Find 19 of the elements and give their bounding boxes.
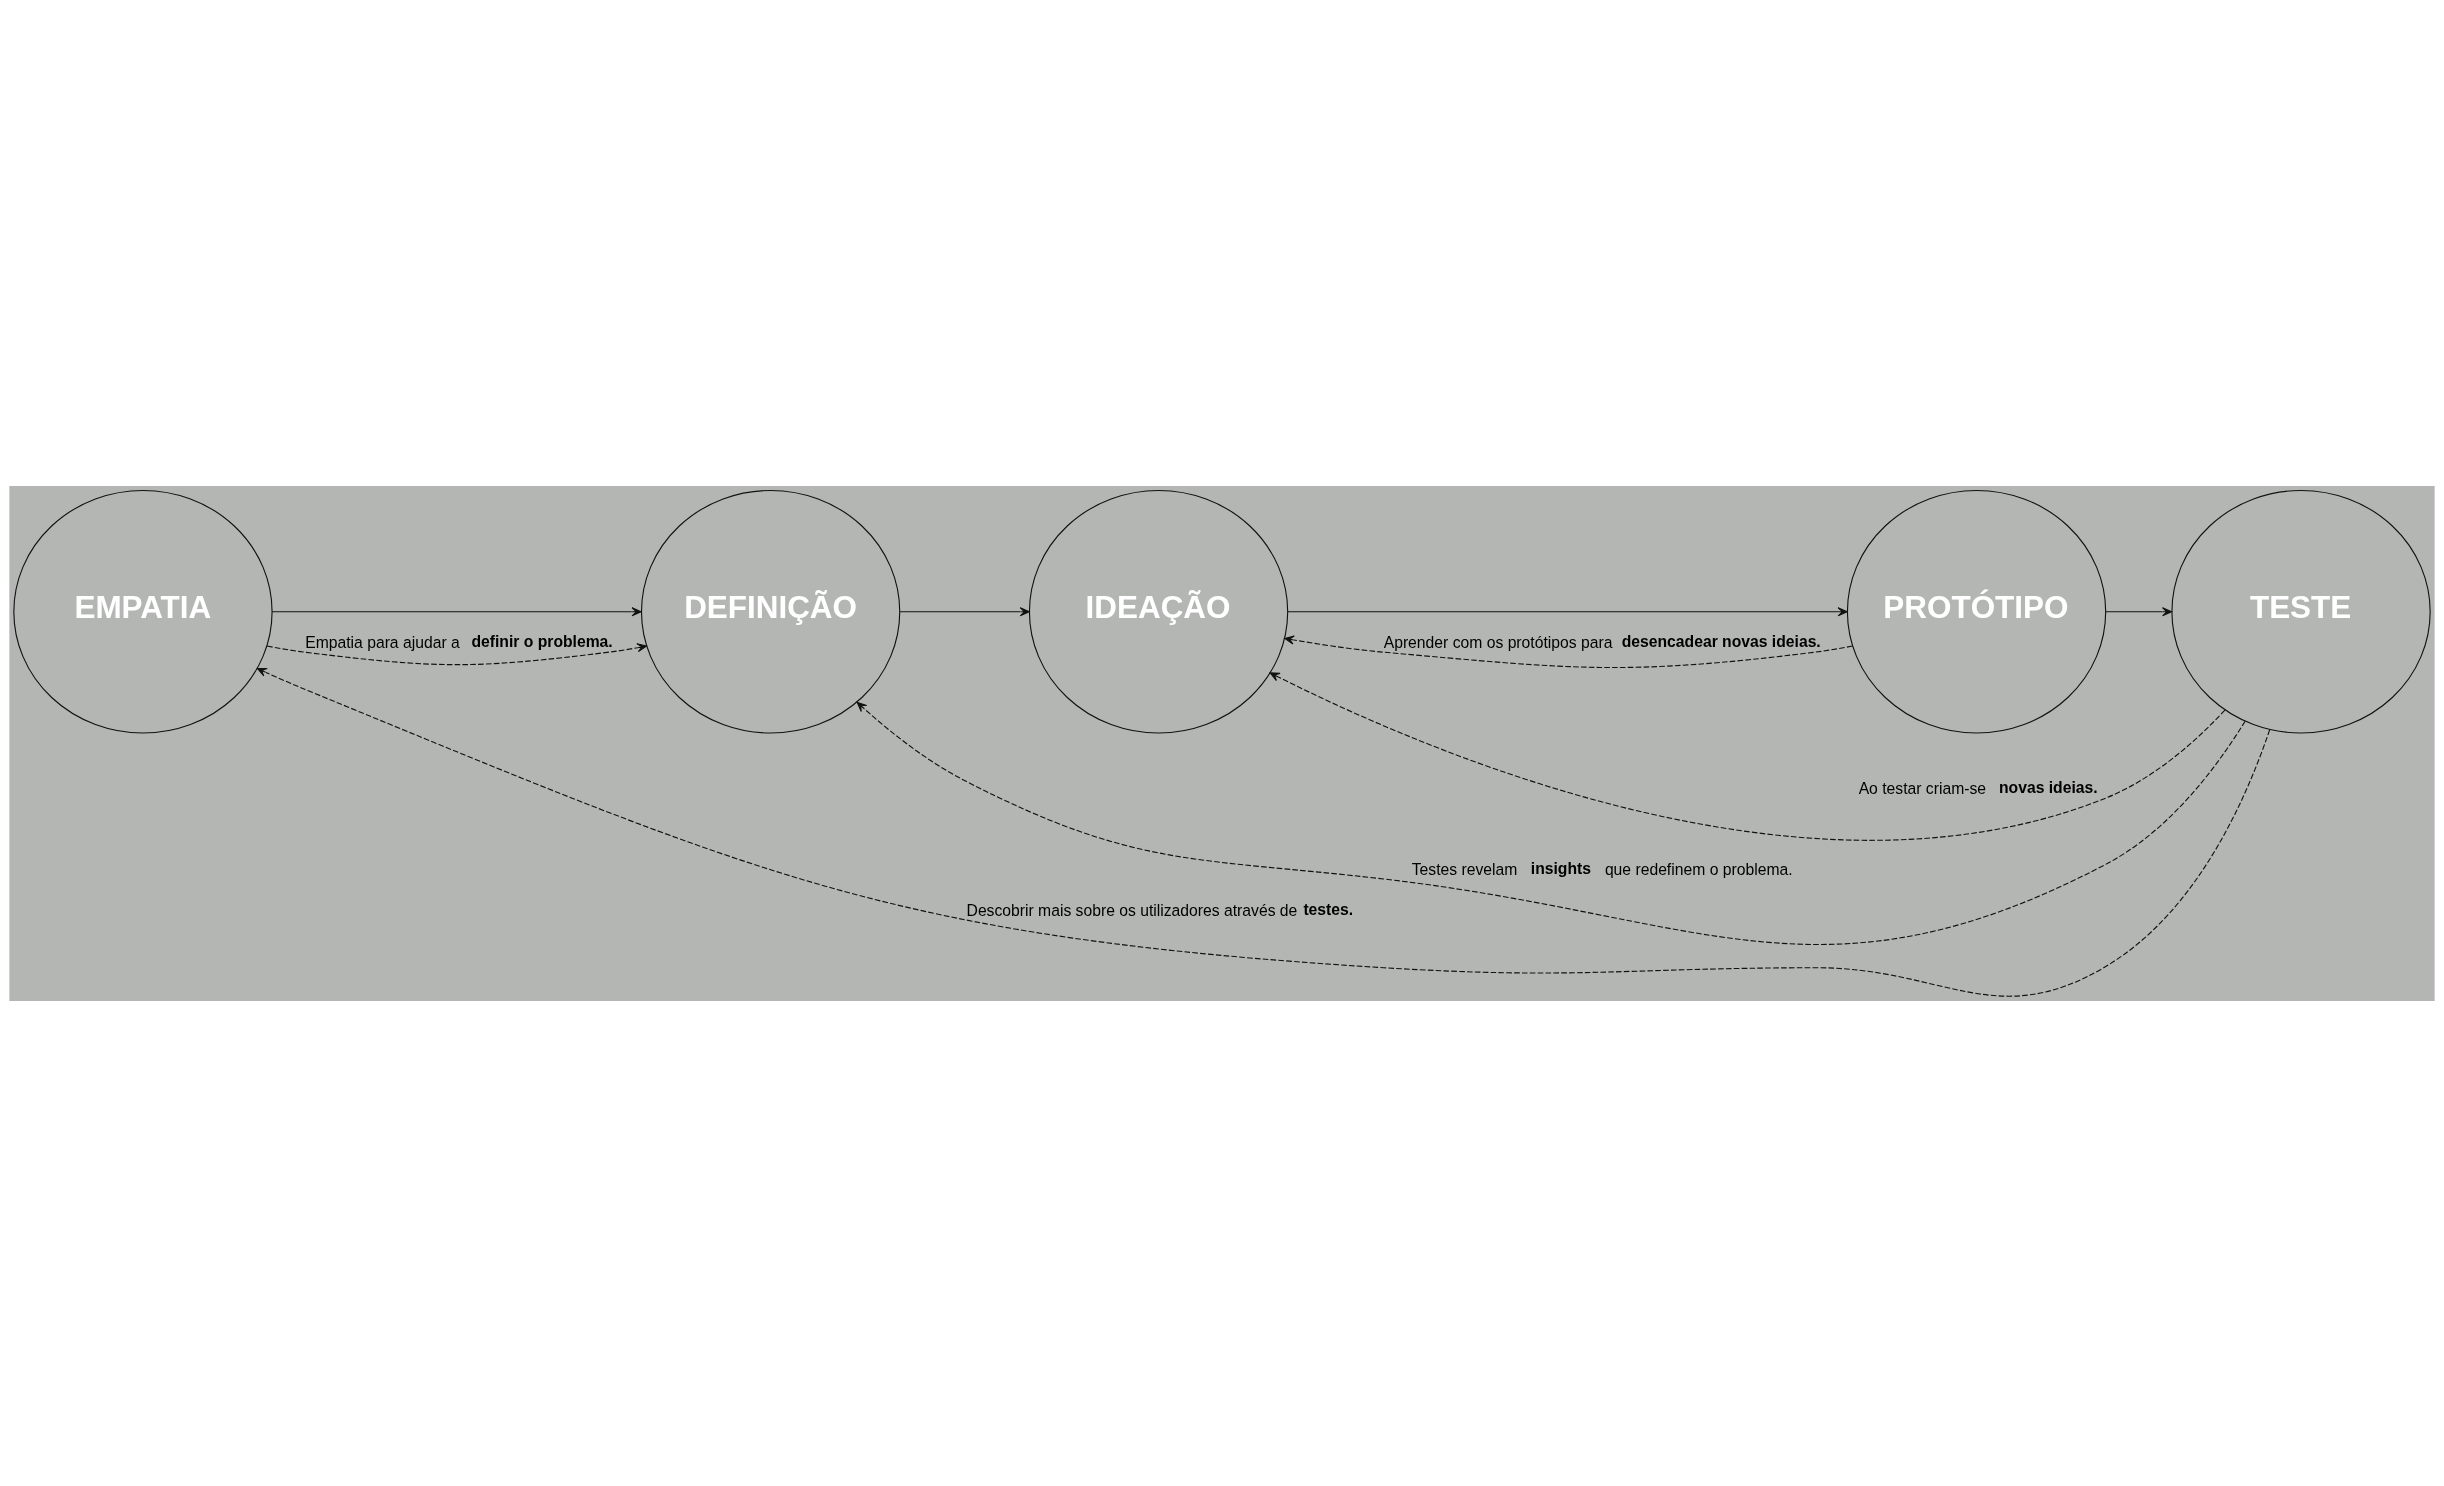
arrow [266,642,648,665]
arrow [899,606,1030,616]
node-circle: TESTE [2171,489,2431,734]
edge-label: Aprender com os protótipos para desencadear novas ideias. [1383,632,1821,651]
arrow [1269,671,2226,841]
edge-label: Descobrir mais sobre os utilizadores através de testes. [966,900,1354,919]
arrow [2105,606,2173,616]
node-circle: PROTÓTIPO [1846,489,2107,734]
edge-label: Empatia para ajudar a definir o problema. [305,632,613,651]
node-circle: IDEAÇÃO [1028,489,1289,734]
arrow [271,606,642,616]
arrow [856,701,2246,945]
edge-label: Testes revelam insights que redefinem o problema. [1411,859,1793,878]
node-circle: EMPATIA [13,489,273,734]
arrow [256,667,2271,997]
edge-label: Ao testar criam-se novas ideias. [1858,778,2098,797]
arrow [1284,634,1853,668]
node-circle: DEFINIÇÃO [640,489,901,734]
arrow [1287,606,1848,616]
